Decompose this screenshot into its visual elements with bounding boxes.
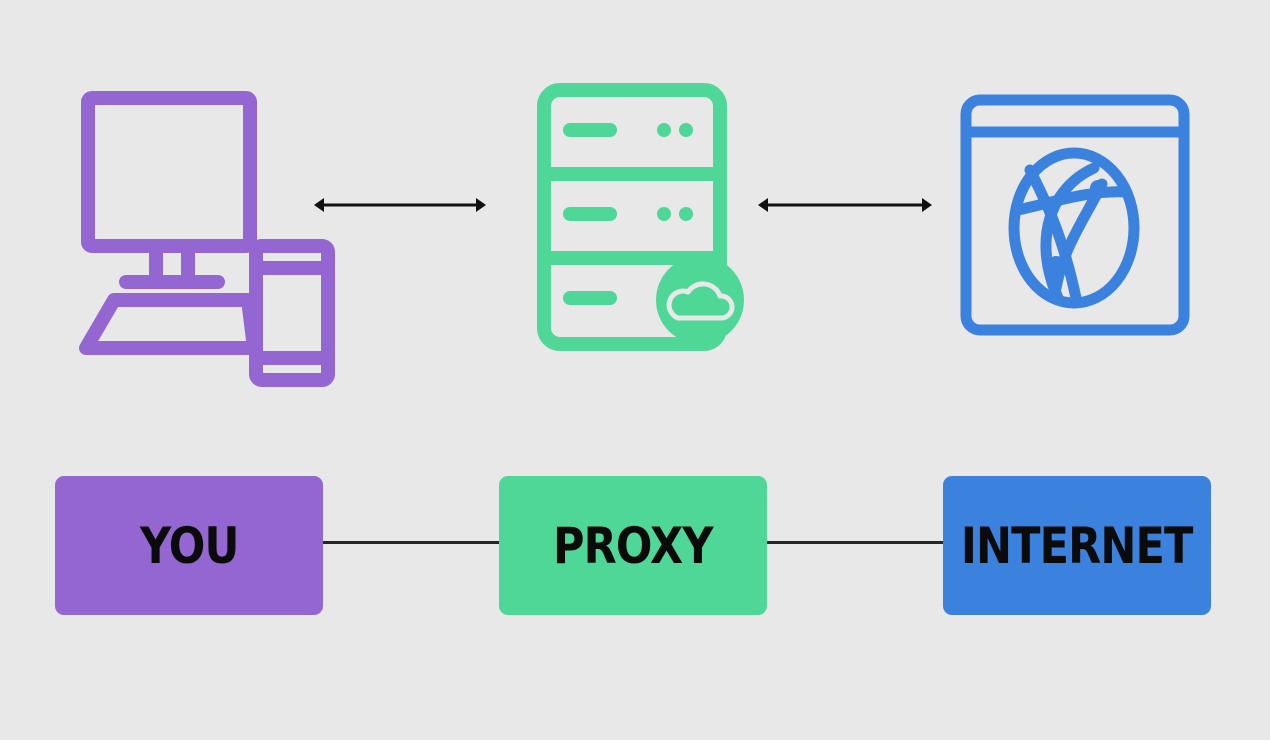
connector-line-proxy-internet: [766, 541, 946, 544]
internet-label: INTERNET: [961, 516, 1193, 575]
cloud-server-icon: [537, 83, 744, 351]
bidirectional-arrow: [314, 198, 486, 212]
bidirectional-arrow: [758, 198, 932, 212]
proxy-box: PROXY: [499, 476, 767, 615]
connector-line-you-proxy: [322, 541, 502, 544]
internet-box: INTERNET: [943, 476, 1211, 615]
browser-globe-icon: [960, 94, 1190, 336]
you-label: YOU: [139, 516, 239, 575]
you-box: YOU: [55, 476, 323, 615]
proxy-label: PROXY: [553, 516, 713, 575]
computer-and-phone-icon: [79, 91, 335, 387]
